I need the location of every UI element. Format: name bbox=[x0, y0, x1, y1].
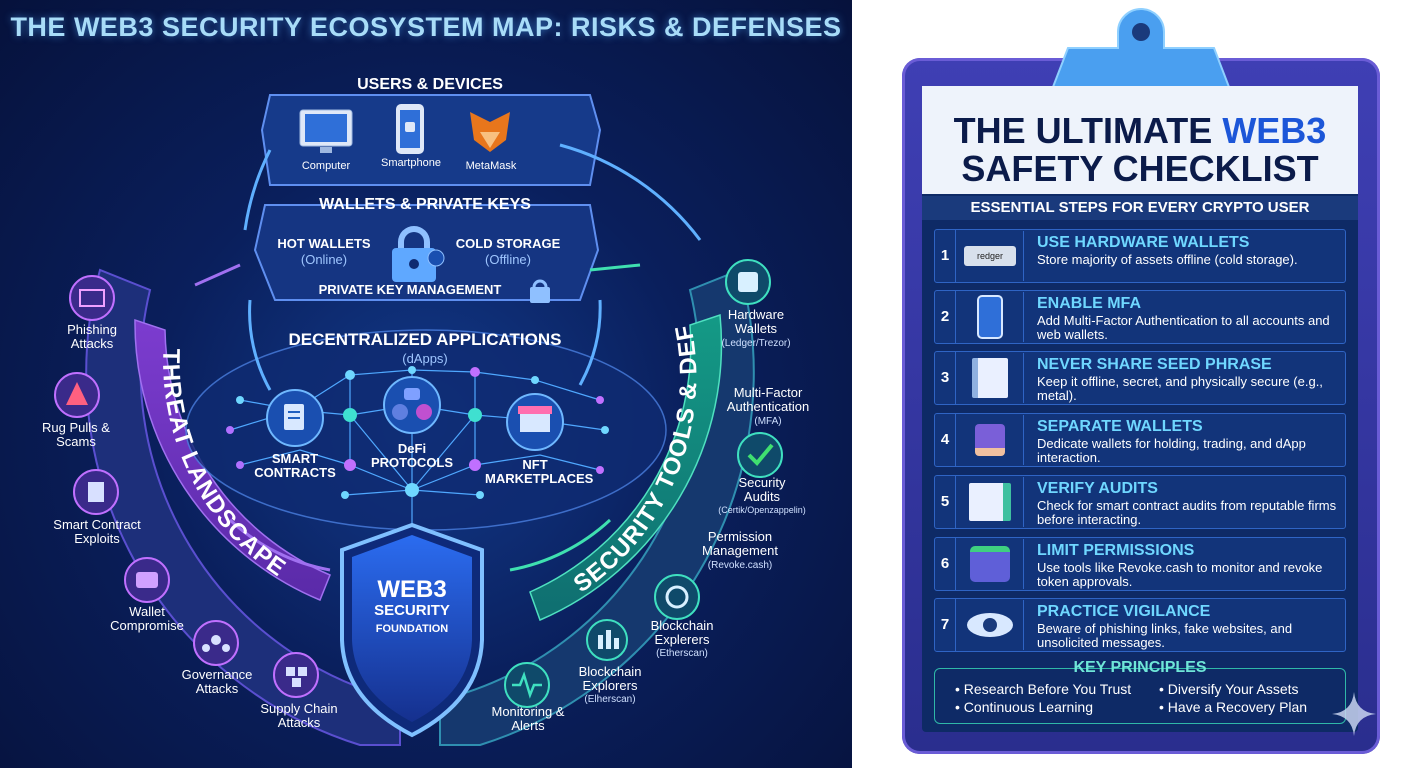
audit-check-icon bbox=[737, 432, 783, 478]
nft-marketplaces-label: NFT MARKETPLACES bbox=[485, 457, 594, 486]
shield-line3: FOUNDATION bbox=[375, 623, 449, 635]
threat-supply-chain: Supply Chain Attacks bbox=[260, 701, 338, 730]
defense-explorers-2: Blockchain Explorers bbox=[578, 664, 642, 693]
defense-explorers-2-sub: (Elherscan) bbox=[584, 694, 636, 705]
defi-icon bbox=[383, 376, 441, 434]
threat-arc bbox=[134, 318, 331, 601]
defense-monitoring: Monitoring & Alerts bbox=[491, 704, 565, 733]
computer-icon bbox=[299, 109, 353, 153]
arrow-wallet-dapp-left bbox=[248, 299, 272, 391]
principle-item: • Research Before You Trust bbox=[955, 681, 1132, 697]
defense-explorers-1: Blockchain Explerers bbox=[650, 618, 714, 647]
arrow-wallet-dapp-right bbox=[578, 299, 602, 386]
principle-item: • Have a Recovery Plan bbox=[1159, 699, 1308, 715]
supply-chain-icon bbox=[273, 652, 319, 698]
cold-storage-label: COLD STORAGE bbox=[455, 236, 561, 251]
ecosystem-map-graphics: THREAT LANDSCAPE SECURITY TOOLS & DEFENS… bbox=[54, 94, 783, 746]
checklist-subtitle: ESSENTIAL STEPS FOR EVERY CRYPTO USER bbox=[922, 196, 1358, 220]
defense-explorers-1-sub: (Etherscan) bbox=[656, 648, 708, 659]
shield-line1: WEB3 bbox=[377, 576, 447, 603]
security-shield-icon bbox=[340, 522, 484, 738]
threat-wallet-compromise: Wallet Compromise bbox=[110, 604, 184, 633]
arrow-defense-shield bbox=[509, 518, 612, 572]
wallet-hand-icon bbox=[957, 415, 1024, 465]
checklist-panel: THE ULTIMATE WEB3 SAFETY CHECKLIST ESSEN… bbox=[878, 0, 1408, 768]
checklist-item: 5 VERIFY AUDITS Check for smart contract… bbox=[934, 475, 1346, 529]
document-icon bbox=[957, 353, 1024, 403]
wallet-icon bbox=[957, 539, 1024, 589]
wallets-title: WALLETS & PRIVATE KEYS bbox=[319, 196, 531, 213]
eye-warning-icon bbox=[957, 600, 1024, 650]
clipboard-clip-icon bbox=[1046, 8, 1236, 100]
hardware-wallet-icon: redger bbox=[957, 231, 1024, 281]
key-principles-title: KEY PRINCIPLES bbox=[1073, 659, 1207, 676]
checklist-item: 1 redger USE HARDWARE WALLETS Store majo… bbox=[934, 229, 1346, 283]
checklist-item: 6 LIMIT PERMISSIONS Use tools like Revok… bbox=[934, 537, 1346, 591]
sparkle-icon bbox=[1332, 692, 1376, 736]
defense-hardware-wallets: Hardware Wallets bbox=[727, 307, 785, 336]
threat-icons bbox=[54, 275, 319, 698]
checklist-item: 2 ENABLE MFA Add Multi-Factor Authentica… bbox=[934, 290, 1346, 344]
threat-rug-pulls: Rug Pulls & Scams bbox=[42, 420, 110, 449]
defense-arc bbox=[529, 313, 723, 622]
defense-mfa: Multi-Factor Authentication bbox=[726, 385, 810, 414]
cold-storage-sub: (Offline) bbox=[485, 252, 531, 267]
smart-contracts-label: SMART CONTRACTS bbox=[254, 451, 336, 480]
audit-certificate-icon bbox=[957, 477, 1024, 527]
arrow-threat-shield bbox=[228, 518, 331, 572]
checklist-item: 4 SEPARATE WALLETS Dedicate wallets for … bbox=[934, 413, 1346, 467]
dapps-sub: (dApps) bbox=[402, 351, 448, 366]
checklist-item: 3 NEVER SHARE SEED PHRASE Keep it offlin… bbox=[934, 351, 1346, 405]
metamask-fox-icon bbox=[470, 112, 510, 152]
computer-label: Computer bbox=[301, 160, 351, 172]
ecosystem-map-panel: THREAT LANDSCAPE SECURITY TOOLS & DEFENS… bbox=[0, 0, 852, 768]
defense-audits-sub: (Certik/Openzappelin) bbox=[718, 505, 806, 515]
checklist-title: THE ULTIMATE WEB3 SAFETY CHECKLIST bbox=[953, 110, 1327, 189]
padlock-icon bbox=[392, 226, 445, 282]
smartphone-icon bbox=[396, 104, 424, 154]
arrow-left-up bbox=[243, 149, 272, 231]
defense-permissions-sub: (Revoke.cash) bbox=[707, 560, 773, 571]
threat-contract-exploits: Smart Contract Exploits bbox=[53, 517, 141, 546]
users-title: USERS & DEVICES bbox=[357, 76, 503, 93]
network-nodes bbox=[226, 366, 609, 499]
arrow-defense-wallet bbox=[589, 263, 641, 272]
threat-phishing: Phishing Attacks bbox=[67, 322, 117, 351]
defense-icons bbox=[504, 259, 783, 708]
small-lock-icon bbox=[530, 279, 550, 303]
arrow-right-down bbox=[559, 143, 702, 241]
metamask-label: MetaMask bbox=[465, 160, 517, 172]
checklist-item: 7 PRACTICE VIGILANCE Beware of phishing … bbox=[934, 598, 1346, 652]
dapps-title: DECENTRALIZED APPLICATIONS bbox=[288, 330, 562, 349]
smartphone-label: Smartphone bbox=[381, 157, 441, 169]
checklist-header-bg bbox=[922, 86, 1358, 194]
explorer-search-icon bbox=[654, 574, 700, 620]
hot-wallets-label: HOT WALLETS bbox=[277, 236, 371, 251]
arrow-threat-wallet bbox=[194, 263, 241, 287]
shield-line2: SECURITY bbox=[374, 602, 450, 619]
defense-audits: Security Audits bbox=[738, 475, 786, 504]
private-key-mgmt-label: PRIVATE KEY MANAGEMENT bbox=[318, 282, 502, 297]
defi-protocols-label: DeFi PROTOCOLS bbox=[370, 441, 454, 470]
map-title: THE WEB3 SECURITY ECOSYSTEM MAP: RISKS &… bbox=[10, 12, 842, 42]
hot-wallets-sub: (Online) bbox=[300, 252, 348, 267]
defense-permissions: Permission Management bbox=[702, 529, 778, 558]
defense-mfa-sub: (MFA) bbox=[754, 416, 782, 427]
defense-hardware-wallets-sub: (Ledger/Trezor) bbox=[721, 338, 791, 349]
phone-lock-icon bbox=[957, 292, 1024, 342]
key-principles-box: KEY PRINCIPLES • Research Before You Tru… bbox=[934, 659, 1346, 724]
threat-governance: Governance Attacks bbox=[181, 667, 253, 696]
principle-item: • Diversify Your Assets bbox=[1159, 681, 1299, 697]
phishing-email-icon bbox=[69, 275, 115, 321]
principle-item: • Continuous Learning bbox=[955, 699, 1094, 715]
